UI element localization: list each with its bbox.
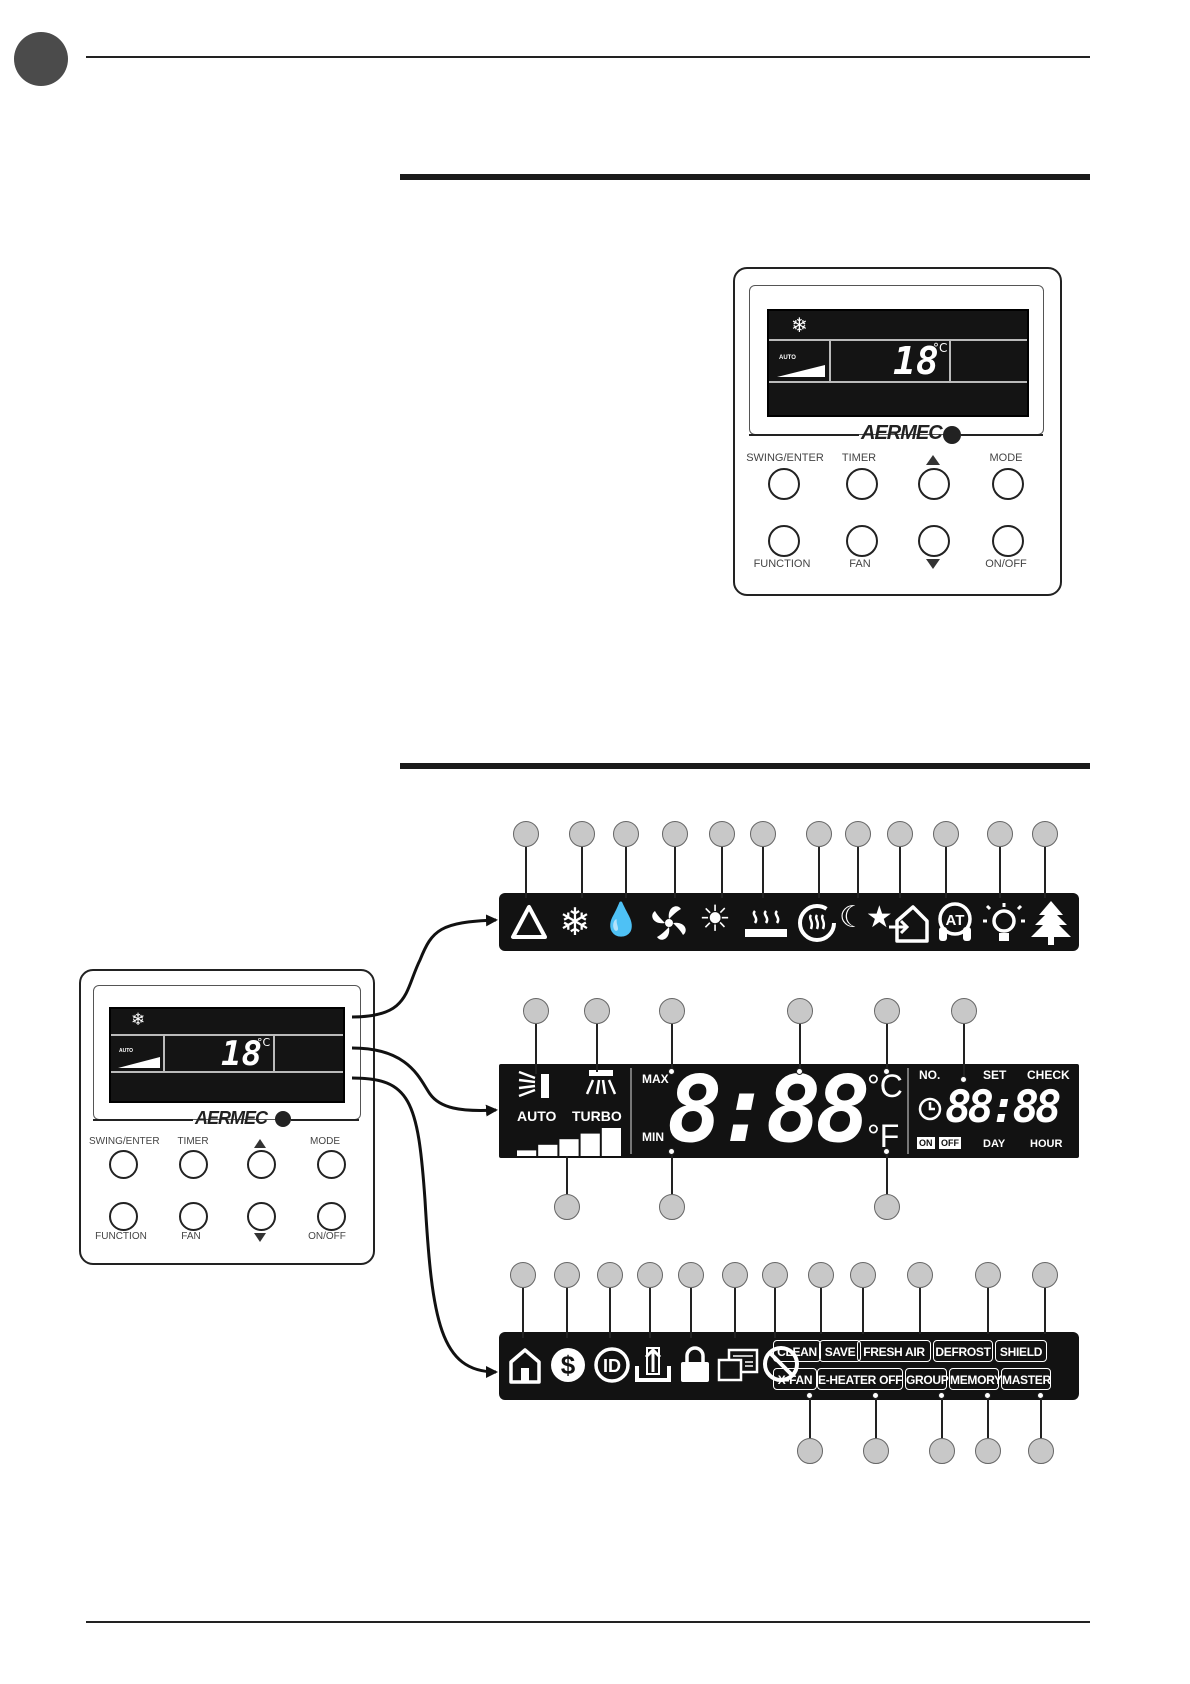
lcd-function-strip: $ ID CLEAN SAVE FRESH AIR DEFROST SHIELD…: [499, 1332, 1079, 1400]
callout-marker: [659, 998, 685, 1024]
tree-eco-icon: [1029, 899, 1073, 947]
callout-marker: [510, 1262, 536, 1288]
callout-marker: [523, 998, 549, 1024]
fan-speed-bar-meter: [517, 1128, 621, 1156]
callout-marker: [797, 1438, 823, 1464]
callout-marker: [1032, 1262, 1058, 1288]
master-label: MASTER: [1001, 1368, 1051, 1390]
dollar-save-icon: $: [549, 1346, 587, 1384]
callout-marker: [659, 1194, 685, 1220]
fan-level-bar: [581, 1134, 600, 1156]
heat-sun-icon: ☀: [693, 902, 737, 938]
dry-drops-icon: 💧: [601, 903, 637, 935]
id-icon: ID: [593, 1346, 631, 1384]
auto-mode-icon: [507, 903, 551, 943]
callout-marker: [554, 1262, 580, 1288]
heat-recovery-icon: [795, 901, 839, 945]
callout-marker: [887, 821, 913, 847]
e-heater-off-label: E-HEATER OFF: [817, 1368, 903, 1390]
callout-marker: [907, 1262, 933, 1288]
defrost-label: DEFROST: [933, 1340, 993, 1362]
callout-marker: [808, 1262, 834, 1288]
svg-text:$: $: [561, 1350, 576, 1380]
light-bulb-icon: [981, 901, 1027, 945]
callout-marker: [933, 821, 959, 847]
auto-temp-at-icon: AT: [933, 899, 977, 945]
sleep-icon: ☾★: [839, 903, 885, 933]
lock-icon: [677, 1344, 713, 1384]
fan-level-bar: [538, 1145, 557, 1156]
callout-marker: [637, 1262, 663, 1288]
fan-level-bar: [559, 1139, 578, 1156]
callout-marker: [874, 998, 900, 1024]
x-fan-label: X-FAN: [773, 1368, 817, 1390]
callout-marker: [863, 1438, 889, 1464]
main-temperature-digits: 8:88: [667, 1056, 865, 1163]
floor-heat-icon: [743, 907, 789, 941]
memory-label: MEMORY: [949, 1368, 999, 1390]
callout-marker: [787, 998, 813, 1024]
callout-marker: [722, 1262, 748, 1288]
fan-icon: [647, 901, 691, 945]
min-label: MIN: [642, 1130, 664, 1144]
callout-marker: [975, 1438, 1001, 1464]
callout-marker: [597, 1262, 623, 1288]
callout-marker: [845, 821, 871, 847]
outdoor-air-icon: [887, 901, 931, 945]
callout-marker: [1028, 1438, 1054, 1464]
callout-marker: [874, 1194, 900, 1220]
turbo-fan-icon: [581, 1068, 621, 1098]
callout-marker: [678, 1262, 704, 1288]
lcd-temperature-strip: AUTO TURBO MAX MIN 8:88 °C °F NO. SET CH…: [499, 1064, 1079, 1158]
callout-marker: [762, 1262, 788, 1288]
off-label: OFF: [937, 1137, 961, 1149]
callout-marker: [662, 821, 688, 847]
upload-icon: [633, 1344, 673, 1384]
fresh-air-label: FRESH AIR: [857, 1340, 931, 1362]
svg-text:ID: ID: [603, 1356, 621, 1376]
save-label: SAVE: [819, 1340, 861, 1362]
callout-marker: [1032, 821, 1058, 847]
day-label: DAY: [983, 1138, 1005, 1150]
callout-marker: [987, 821, 1013, 847]
turbo-label: TURBO: [572, 1108, 622, 1124]
callout-marker: [569, 821, 595, 847]
callout-marker: [951, 998, 977, 1024]
callout-marker: [584, 998, 610, 1024]
callout-marker: [806, 821, 832, 847]
callout-marker: [554, 1194, 580, 1220]
svg-text:AT: AT: [946, 912, 965, 929]
check-label: CHECK: [1027, 1068, 1070, 1082]
home-icon: [507, 1346, 543, 1384]
card-icon: [717, 1346, 759, 1384]
callout-marker: [513, 821, 539, 847]
callout-marker: [975, 1262, 1001, 1288]
timer-digits: 88:88: [945, 1082, 1057, 1133]
callout-marker: [709, 821, 735, 847]
hour-label: HOUR: [1030, 1138, 1062, 1150]
set-label: SET: [983, 1068, 1006, 1082]
max-label: MAX: [642, 1072, 669, 1086]
cool-snowflake-icon: ❄: [553, 903, 597, 941]
no-label: NO.: [919, 1068, 940, 1082]
lcd-mode-icon-strip: ❄ 💧 ☀ ☾★ AT: [499, 893, 1079, 951]
fan-level-bar: [517, 1150, 536, 1156]
group-label: GROUP: [905, 1368, 947, 1390]
fan-level-bar: [602, 1128, 621, 1156]
clock-icon: [917, 1096, 943, 1122]
auto-label: AUTO: [517, 1108, 556, 1124]
clean-label: CLEAN: [773, 1340, 821, 1362]
callout-marker: [929, 1438, 955, 1464]
on-label: ON: [917, 1137, 935, 1149]
callout-marker: [613, 821, 639, 847]
callout-marker: [750, 821, 776, 847]
shield-label: SHIELD: [995, 1340, 1047, 1362]
callout-marker: [850, 1262, 876, 1288]
